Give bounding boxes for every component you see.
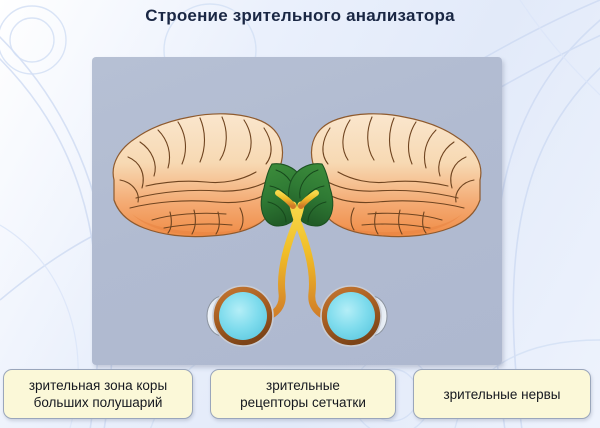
optic-nerves-group (250, 201, 344, 323)
page-title: Строение зрительного анализатора (145, 6, 455, 25)
left-eye-group (206, 285, 274, 347)
label-visual-cortex: зрительная зона коры больших полушарий (3, 369, 193, 419)
left-hemisphere-group (112, 113, 307, 238)
label-row: зрительная зона коры больших полушарий з… (0, 369, 600, 423)
right-hemisphere-group (287, 113, 482, 238)
right-eye-group (320, 285, 388, 347)
label-optic-nerves: зрительные нервы (413, 369, 591, 419)
label-retina-receptors: зрительные рецепторы сетчатки (210, 369, 396, 419)
illustration-panel (92, 57, 502, 365)
